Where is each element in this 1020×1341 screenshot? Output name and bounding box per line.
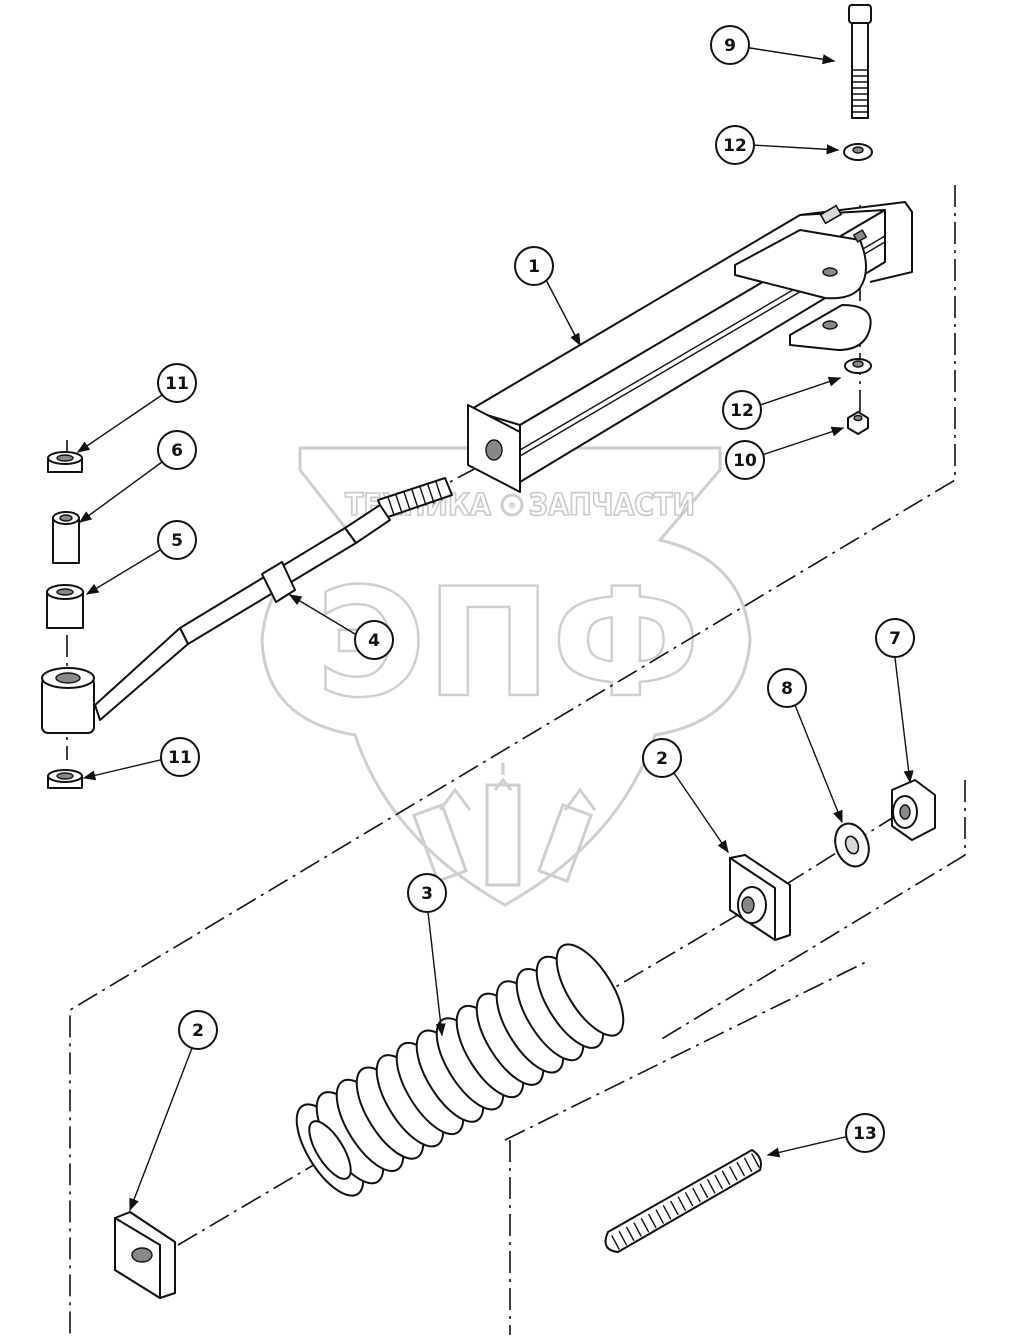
watermark-brand: ЭПФ xyxy=(316,557,700,731)
thread-line xyxy=(662,1205,672,1220)
spring-seat-part-2-left xyxy=(114,1211,176,1299)
washer-part-12-bottom xyxy=(844,358,872,374)
spring-seat-part-2-right xyxy=(729,854,791,941)
svg-text:8: 8 xyxy=(781,679,793,699)
watermark-logo: ТЕХНИКА ЗАПЧАСТИ ЭПФ xyxy=(260,446,752,907)
callout-7: 7 xyxy=(875,618,915,658)
bolt-part-9 xyxy=(848,4,872,119)
thread-line xyxy=(640,1218,650,1233)
bushing-part-6 xyxy=(52,511,80,564)
rod-part-4 xyxy=(41,477,453,734)
thread-line xyxy=(670,1200,679,1216)
callout-11-bottom: 11 xyxy=(160,737,200,777)
svg-text:11: 11 xyxy=(168,748,192,768)
svg-text:3: 3 xyxy=(421,884,433,904)
svg-text:7: 7 xyxy=(889,629,901,649)
bushing-part-11-top xyxy=(47,451,83,473)
spring-part-3 xyxy=(295,943,625,1197)
thread-line xyxy=(714,1174,723,1190)
svg-text:6: 6 xyxy=(171,441,183,461)
bushing-part-11-bottom xyxy=(47,769,83,789)
spring-end-opening xyxy=(308,1120,352,1180)
washer-part-12-top xyxy=(843,143,873,161)
callout-2-right: 2 xyxy=(642,738,682,778)
callout-4: 4 xyxy=(354,620,394,660)
svg-text:12: 12 xyxy=(723,136,747,156)
callout-9: 9 xyxy=(710,25,750,65)
callout-5: 5 xyxy=(157,520,197,560)
thread-line xyxy=(648,1213,657,1229)
callout-12-bottom: 12 xyxy=(722,390,762,430)
thread-line xyxy=(677,1196,687,1211)
svg-text:2: 2 xyxy=(656,749,668,769)
svg-text:5: 5 xyxy=(171,531,183,551)
svg-text:12: 12 xyxy=(730,401,754,421)
thread-line xyxy=(729,1166,738,1181)
callout-8: 8 xyxy=(767,668,807,708)
nut-part-10 xyxy=(847,411,869,435)
bushing-part-5 xyxy=(46,584,84,629)
thread-line xyxy=(618,1230,628,1246)
nut-part-7 xyxy=(891,779,936,841)
callout-3: 3 xyxy=(407,873,447,913)
callout-1: 1 xyxy=(514,246,554,286)
svg-text:13: 13 xyxy=(853,1124,877,1144)
spring-coil xyxy=(555,943,625,1037)
thread-line xyxy=(721,1170,731,1185)
threaded-rod-part-13 xyxy=(604,1149,762,1253)
callout-10: 10 xyxy=(725,440,765,480)
callout-12-top: 12 xyxy=(715,125,755,165)
leader-lines xyxy=(76,47,914,1212)
thread-line xyxy=(633,1222,642,1237)
thread-line xyxy=(655,1209,664,1224)
svg-text:1: 1 xyxy=(528,257,540,277)
callout-2-left: 2 xyxy=(178,1010,218,1050)
svg-text:9: 9 xyxy=(724,36,736,56)
thread-line xyxy=(751,1153,760,1168)
thread-line xyxy=(684,1192,694,1207)
thread-line xyxy=(611,1235,620,1250)
thread-line xyxy=(707,1179,716,1194)
wheat-emblem-icon xyxy=(412,763,597,887)
svg-text:4: 4 xyxy=(368,631,380,651)
gear-icon xyxy=(500,493,524,517)
arm-tube-part-1 xyxy=(467,201,913,493)
callout-11-top: 11 xyxy=(157,363,197,403)
washer-part-8 xyxy=(834,822,870,868)
thread-line xyxy=(692,1187,701,1203)
thread-line xyxy=(743,1157,753,1173)
svg-text:10: 10 xyxy=(733,451,757,471)
thread-line xyxy=(736,1161,745,1177)
watermark-word-right: ЗАПЧАСТИ xyxy=(529,488,695,523)
thread-line xyxy=(626,1226,635,1242)
callout-6: 6 xyxy=(157,430,197,470)
svg-text:11: 11 xyxy=(165,374,189,394)
assembly-centerlines xyxy=(66,185,966,1335)
svg-text:2: 2 xyxy=(192,1021,204,1041)
callout-13: 13 xyxy=(845,1113,885,1153)
thread-line xyxy=(699,1183,709,1198)
